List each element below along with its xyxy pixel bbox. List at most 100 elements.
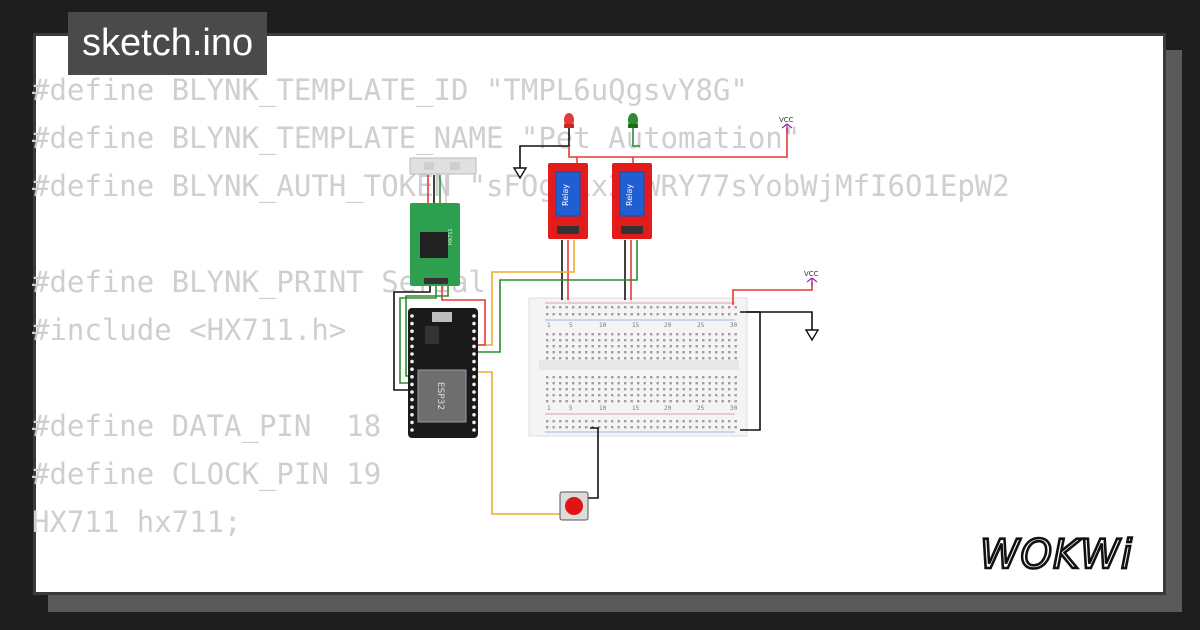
breadboard-hole bbox=[656, 351, 659, 354]
breadboard-hole bbox=[559, 400, 562, 403]
breadboard-hole bbox=[676, 376, 679, 379]
breadboard-hole bbox=[650, 333, 653, 336]
breadboard-hole bbox=[611, 382, 614, 385]
hx711-module[interactable]: HX711 bbox=[410, 203, 460, 286]
breadboard-hole bbox=[559, 345, 562, 348]
breadboard-hole bbox=[559, 351, 562, 354]
breadboard-hole bbox=[630, 351, 633, 354]
breadboard-hole bbox=[546, 426, 549, 429]
breadboard-numbers-top: 1 5 10 15 20 25 30 bbox=[547, 322, 738, 329]
breadboard-hole bbox=[565, 426, 568, 429]
breadboard-hole bbox=[630, 388, 633, 391]
breadboard-hole bbox=[656, 345, 659, 348]
breadboard-hole bbox=[604, 351, 607, 354]
breadboard-hole bbox=[695, 313, 698, 316]
esp32-pin bbox=[472, 382, 476, 387]
breadboard-hole bbox=[669, 376, 672, 379]
breadboard-hole bbox=[669, 400, 672, 403]
breadboard-hole bbox=[624, 333, 627, 336]
bb-number: 25 bbox=[697, 405, 705, 412]
breadboard-hole bbox=[656, 382, 659, 385]
breadboard-hole bbox=[669, 382, 672, 385]
breadboard-hole bbox=[689, 333, 692, 336]
breadboard-hole bbox=[552, 376, 555, 379]
breadboard-hole bbox=[611, 426, 614, 429]
breadboard-hole bbox=[669, 333, 672, 336]
esp32-pins bbox=[410, 314, 476, 432]
breadboard-hole bbox=[656, 394, 659, 397]
esp32-pin bbox=[472, 321, 476, 326]
breadboard-hole bbox=[702, 400, 705, 403]
breadboard-hole bbox=[708, 394, 711, 397]
esp32-pin bbox=[472, 352, 476, 356]
relay-module-1[interactable]: Relay bbox=[548, 163, 588, 239]
breadboard-hole bbox=[715, 376, 718, 379]
breadboard-hole bbox=[637, 426, 640, 429]
breadboard-hole bbox=[630, 306, 633, 309]
breadboard-hole bbox=[643, 345, 646, 348]
breadboard-hole bbox=[676, 313, 679, 316]
breadboard-hole bbox=[676, 339, 679, 342]
esp32-pin bbox=[410, 359, 414, 364]
code-line: #define BLYNK_TEMPLATE_NAME "Pet Automat… bbox=[32, 121, 801, 155]
vcc-symbol: VCC bbox=[804, 270, 819, 286]
breadboard-hole bbox=[708, 313, 711, 316]
breadboard-hole bbox=[578, 333, 581, 336]
breadboard-hole bbox=[559, 382, 562, 385]
breadboard-hole bbox=[591, 339, 594, 342]
breadboard-hole bbox=[552, 420, 555, 423]
breadboard-hole bbox=[663, 426, 666, 429]
breadboard-hole bbox=[734, 382, 737, 385]
breadboard-hole bbox=[695, 306, 698, 309]
breadboard-hole bbox=[728, 376, 731, 379]
breadboard-hole bbox=[617, 357, 620, 360]
load-cell[interactable] bbox=[409, 157, 477, 175]
breadboard-hole bbox=[656, 420, 659, 423]
breadboard-hole bbox=[559, 357, 562, 360]
led-green[interactable] bbox=[628, 113, 638, 128]
breadboard-hole bbox=[578, 345, 581, 348]
breadboard-hole bbox=[572, 306, 575, 309]
breadboard[interactable]: 1 5 10 15 20 25 30 1 5 10 15 20 25 30 bbox=[528, 297, 748, 437]
breadboard-hole bbox=[637, 333, 640, 336]
filename-tab[interactable]: sketch.ino bbox=[68, 12, 268, 75]
breadboard-hole bbox=[715, 420, 718, 423]
breadboard-hole bbox=[721, 376, 724, 379]
breadboard-hole bbox=[682, 376, 685, 379]
breadboard-hole bbox=[624, 420, 627, 423]
breadboard-hole bbox=[676, 333, 679, 336]
breadboard-hole bbox=[591, 313, 594, 316]
esp32-pin bbox=[472, 428, 476, 432]
esp32-pin bbox=[410, 397, 414, 402]
breadboard-hole bbox=[721, 333, 724, 336]
breadboard-hole bbox=[598, 400, 601, 403]
breadboard-hole bbox=[650, 426, 653, 429]
breadboard-hole bbox=[682, 333, 685, 336]
esp32-pin bbox=[472, 329, 476, 334]
breadboard-hole bbox=[734, 333, 737, 336]
breadboard-hole bbox=[630, 420, 633, 423]
code-line bbox=[32, 354, 1010, 402]
breadboard-hole bbox=[715, 400, 718, 403]
relay-module-2[interactable]: Relay bbox=[612, 163, 652, 239]
esp32-board[interactable]: ESP32 bbox=[408, 308, 478, 438]
breadboard-hole bbox=[656, 357, 659, 360]
push-button[interactable] bbox=[559, 491, 589, 521]
breadboard-hole bbox=[559, 339, 562, 342]
breadboard-hole bbox=[656, 388, 659, 391]
esp32-pin bbox=[472, 344, 476, 349]
breadboard-hole bbox=[552, 394, 555, 397]
breadboard-hole bbox=[702, 339, 705, 342]
breadboard-hole bbox=[578, 382, 581, 385]
breadboard-hole bbox=[734, 357, 737, 360]
breadboard-hole bbox=[650, 351, 653, 354]
breadboard-hole bbox=[591, 306, 594, 309]
led-red[interactable] bbox=[564, 113, 574, 128]
breadboard-hole bbox=[624, 388, 627, 391]
breadboard-hole bbox=[656, 313, 659, 316]
breadboard-hole bbox=[578, 306, 581, 309]
breadboard-hole bbox=[663, 394, 666, 397]
breadboard-hole bbox=[676, 426, 679, 429]
breadboard-hole bbox=[728, 351, 731, 354]
